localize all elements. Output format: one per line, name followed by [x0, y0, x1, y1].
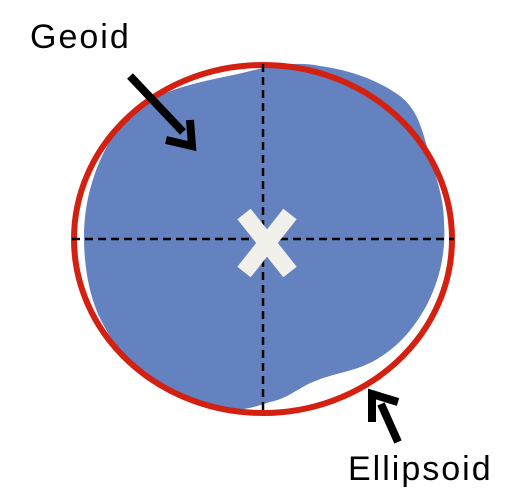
- ellipsoid-label: Ellipsoid: [348, 450, 493, 488]
- ellipsoid-arrow-icon: [368, 388, 402, 444]
- geoid-label: Geoid: [30, 18, 131, 56]
- x-mark-icon: [237, 208, 297, 278]
- geoid-arrow-icon: [127, 73, 197, 152]
